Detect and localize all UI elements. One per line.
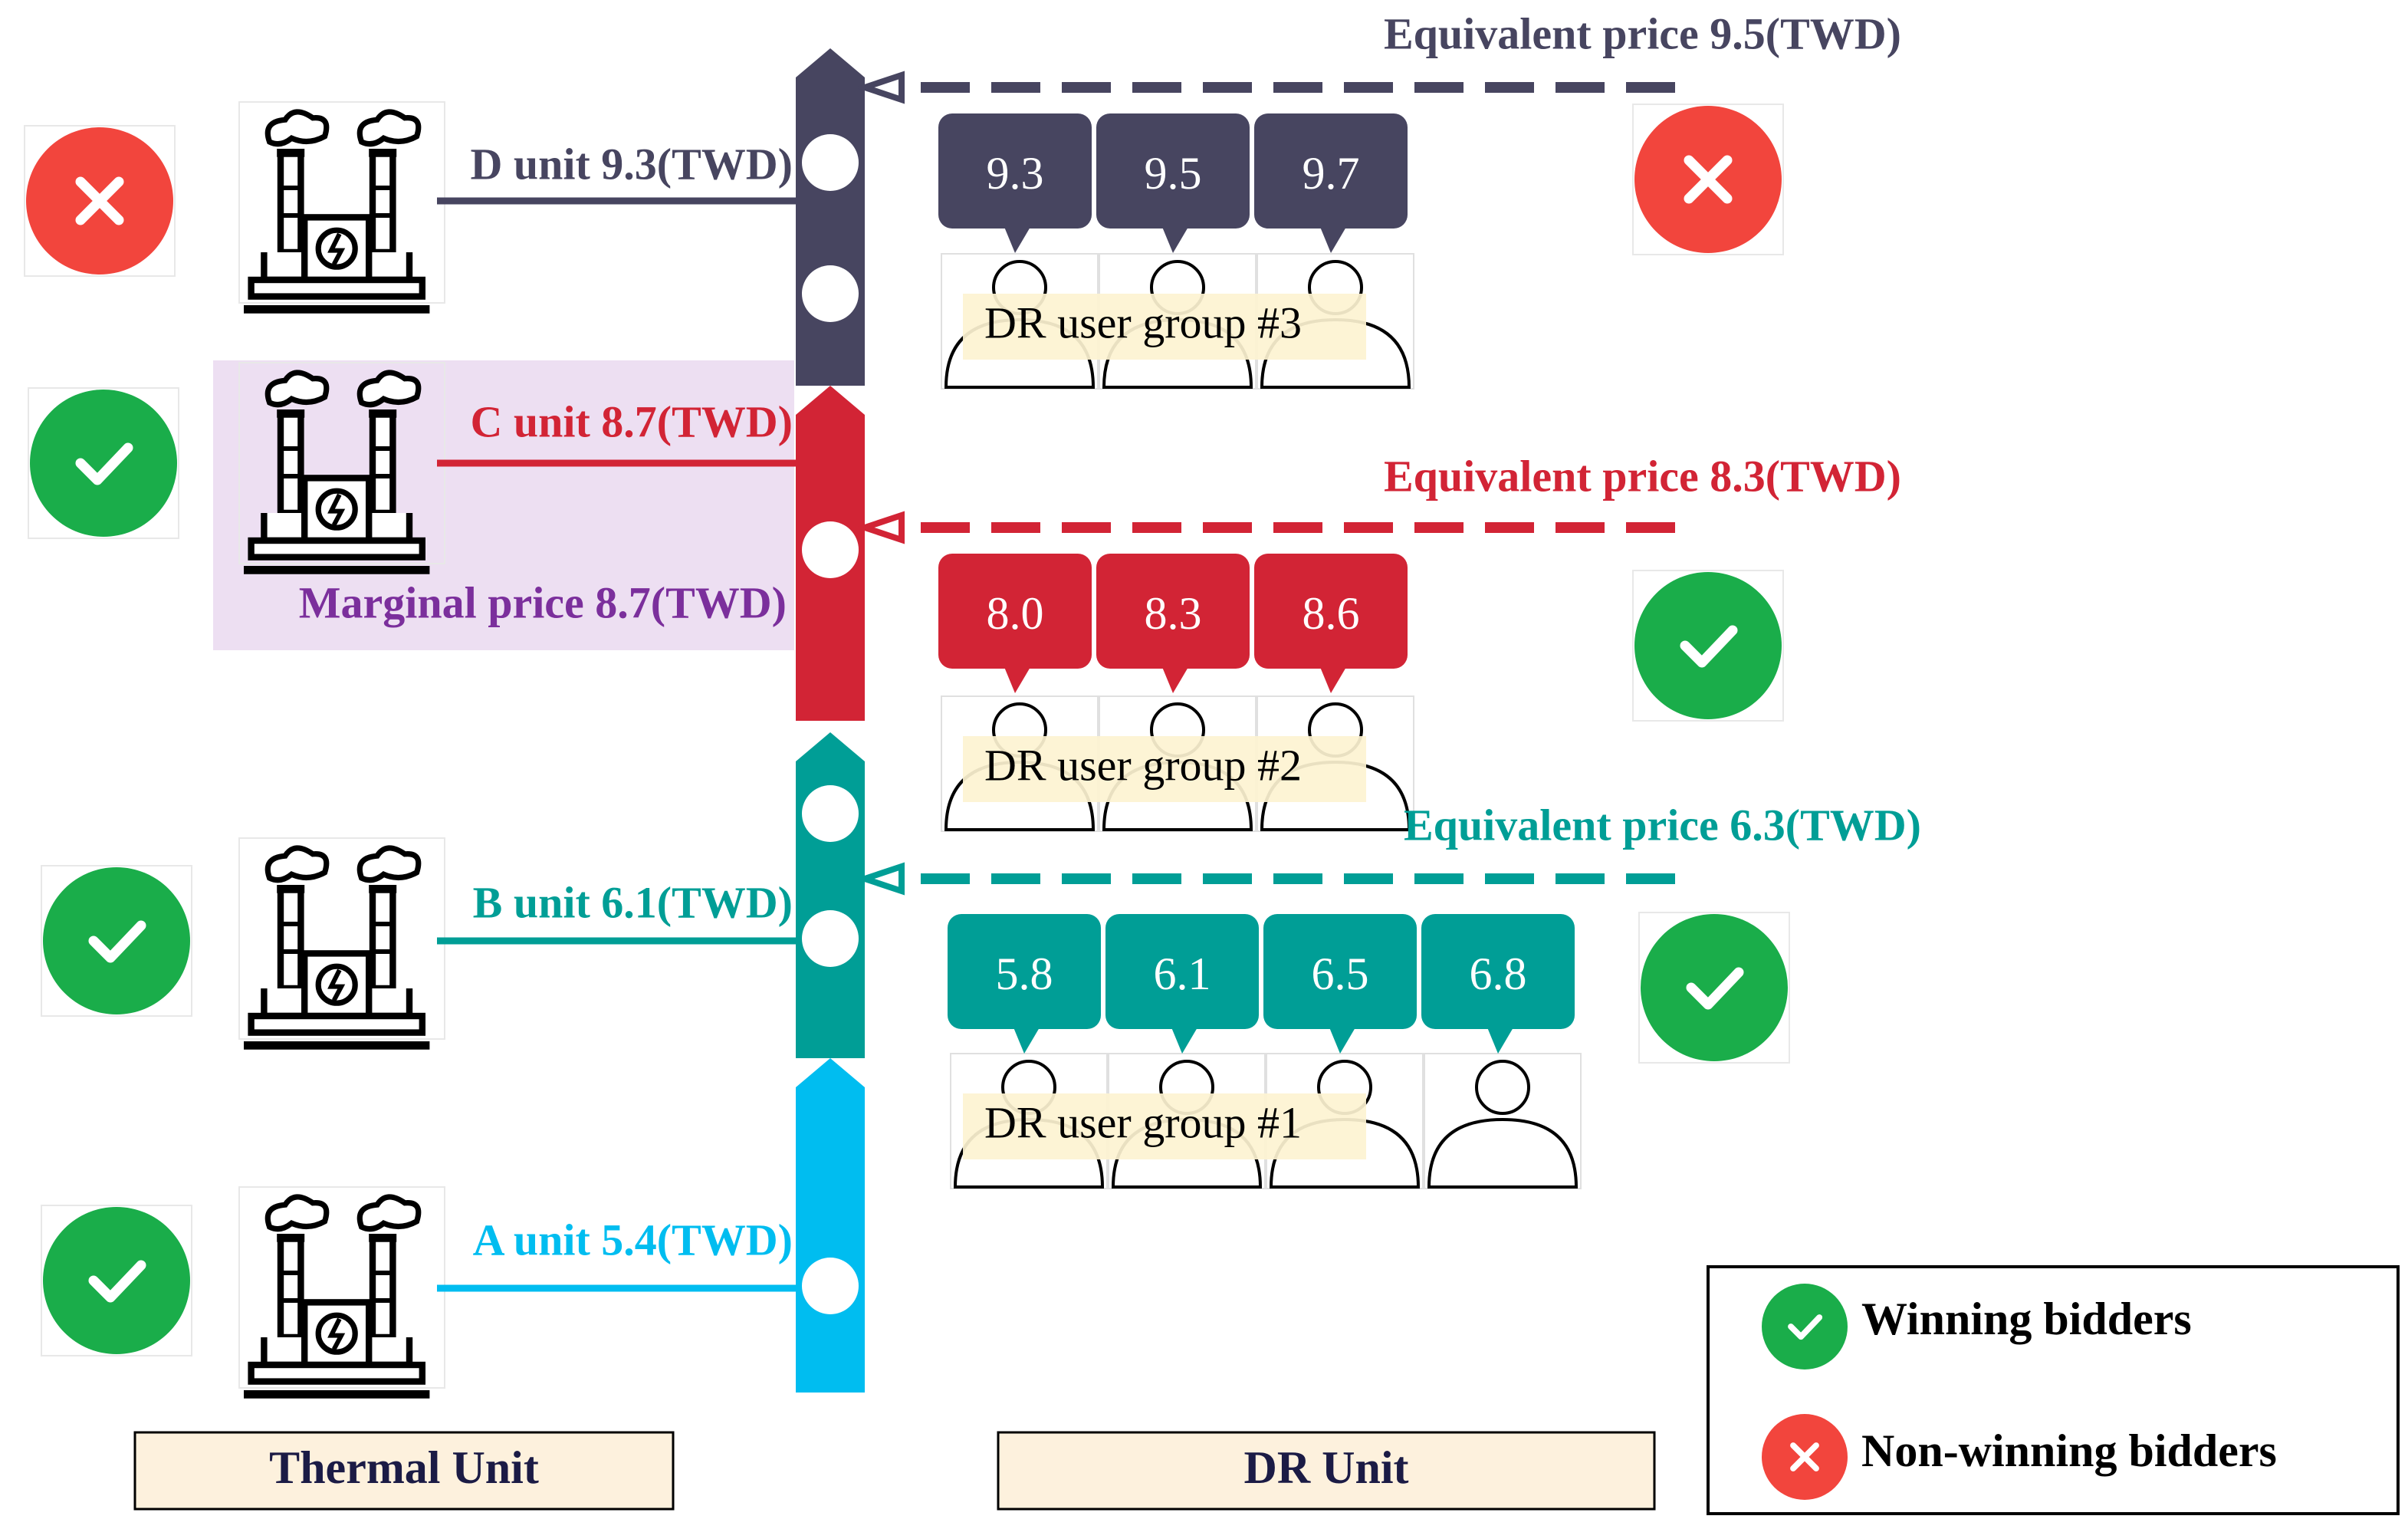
- bid-bubble: [1254, 113, 1408, 229]
- equivalent-price-label: Equivalent price 6.3(TWD): [1404, 800, 1921, 850]
- bubble-tail: [1320, 667, 1346, 693]
- group-label-bg: [963, 294, 1366, 360]
- bid-bubble: [1421, 914, 1575, 1029]
- ladder-node: [802, 1258, 859, 1314]
- bid-value: 9.5: [1145, 148, 1202, 199]
- price-ladder-segment-b: [796, 732, 865, 1058]
- bid-bubble: [1096, 113, 1250, 229]
- arrow-head: [855, 511, 905, 544]
- group-label: DR user group #2: [984, 740, 1302, 790]
- ladder-node: [802, 910, 859, 967]
- bid-value: 9.7: [1303, 148, 1360, 199]
- check-circle: [43, 867, 190, 1014]
- group-label-bg: [963, 736, 1366, 802]
- check-circle: [1634, 572, 1782, 719]
- dr-unit-box: [997, 1431, 1656, 1511]
- thermal-unit-label: A unit 5.4(TWD): [473, 1215, 793, 1264]
- check-circle: [1641, 914, 1788, 1061]
- factory-icon: [244, 1197, 429, 1394]
- bubble-tail: [1004, 227, 1030, 253]
- ladder-node: [802, 785, 859, 842]
- marginal-price-label: Marginal price 8.7(TWD): [299, 577, 787, 627]
- bid-bubble: [1105, 914, 1259, 1029]
- ladder-node: [802, 521, 859, 578]
- bid-value: 8.0: [987, 588, 1044, 639]
- equivalent-price-label: Equivalent price 8.3(TWD): [1384, 451, 1901, 501]
- thermal-unit-label: C unit 8.7(TWD): [470, 396, 793, 446]
- equivalent-price-label: Equivalent price 9.5(TWD): [1384, 8, 1901, 58]
- bid-value: 8.3: [1145, 588, 1202, 639]
- thermal-unit-label: B unit 6.1(TWD): [473, 877, 793, 927]
- thermal-unit-title: Thermal Unit: [269, 1442, 539, 1493]
- thermal-status: [41, 1205, 192, 1356]
- group-label: DR user group #3: [984, 298, 1302, 347]
- dr-status: [1632, 570, 1784, 722]
- bubble-tail: [1162, 227, 1188, 253]
- group-label-bg: [963, 1093, 1366, 1159]
- factory-icon: [244, 848, 429, 1045]
- price-ladder-segment-d: [796, 48, 865, 386]
- bubble-tail: [1171, 1028, 1197, 1054]
- bid-value: 9.3: [987, 148, 1044, 199]
- ladder-node: [802, 265, 859, 322]
- thermal-status: [24, 125, 176, 277]
- legend-lose-label: Non-winning bidders: [1861, 1425, 2277, 1476]
- thermal-unit-box: [133, 1431, 675, 1511]
- check-circle: [43, 1207, 190, 1354]
- bid-value: 5.8: [996, 949, 1053, 999]
- bid-bubble: [948, 914, 1101, 1029]
- bid-bubble: [938, 113, 1092, 229]
- group-label: DR user group #1: [984, 1097, 1302, 1147]
- bid-value: 6.1: [1154, 949, 1211, 999]
- bid-bubble: [938, 554, 1092, 669]
- thermal-unit-label: D unit 9.3(TWD): [470, 139, 793, 189]
- check-circle: [30, 390, 177, 537]
- bid-bubble: [1254, 554, 1408, 669]
- dr-status: [1632, 104, 1784, 255]
- bubble-tail: [1162, 667, 1188, 693]
- thermal-status: [28, 387, 179, 539]
- dr-unit-title: DR Unit: [1243, 1442, 1408, 1493]
- dr-status: [1638, 912, 1790, 1064]
- bubble-tail: [1487, 1028, 1513, 1054]
- bid-bubble: [1263, 914, 1417, 1029]
- legend-win-label: Winning bidders: [1861, 1294, 2192, 1344]
- bubble-tail: [1004, 667, 1030, 693]
- thermal-status: [41, 865, 192, 1017]
- arrow-head: [855, 71, 905, 104]
- bid-value: 8.6: [1303, 588, 1360, 639]
- bubble-tail: [1320, 227, 1346, 253]
- bid-value: 6.8: [1470, 949, 1527, 999]
- factory-icon: [244, 112, 429, 309]
- arrow-head: [855, 862, 905, 896]
- legend-check-circle: [1762, 1284, 1848, 1370]
- bubble-tail: [1013, 1028, 1040, 1054]
- ladder-node: [802, 134, 859, 191]
- bid-value: 6.5: [1312, 949, 1369, 999]
- bid-bubble: [1096, 554, 1250, 669]
- bubble-tail: [1329, 1028, 1355, 1054]
- price-ladder-segment-a: [796, 1058, 865, 1393]
